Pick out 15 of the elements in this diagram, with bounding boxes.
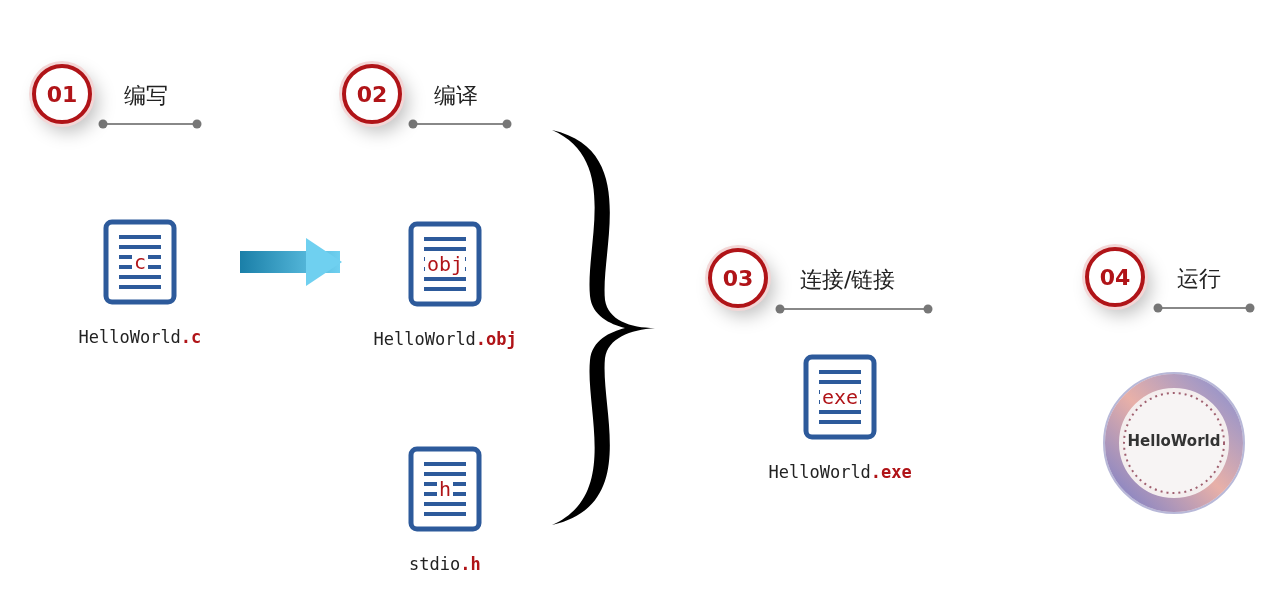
file-name-label: stdio.h [409,554,481,574]
step-heading: 编写 [124,82,168,110]
file-extension-text: obj [425,253,466,275]
file-name-label: HelloWorld.exe [768,462,912,482]
step-number-badge: 04 [1085,247,1145,307]
step-number-badge: 03 [708,248,768,308]
file-name-label: HelloWorld.c [78,327,202,347]
step-heading: 运行 [1177,265,1221,293]
step-heading: 连接/链接 [800,266,896,294]
step-heading: 编译 [434,82,478,110]
program-name-text: HelloWorld [1126,432,1222,450]
step-number-badge: 02 [342,64,402,124]
file-name-label: HelloWorld.obj [373,329,517,349]
step-number-badge: 01 [32,64,92,124]
arrow [240,238,342,286]
